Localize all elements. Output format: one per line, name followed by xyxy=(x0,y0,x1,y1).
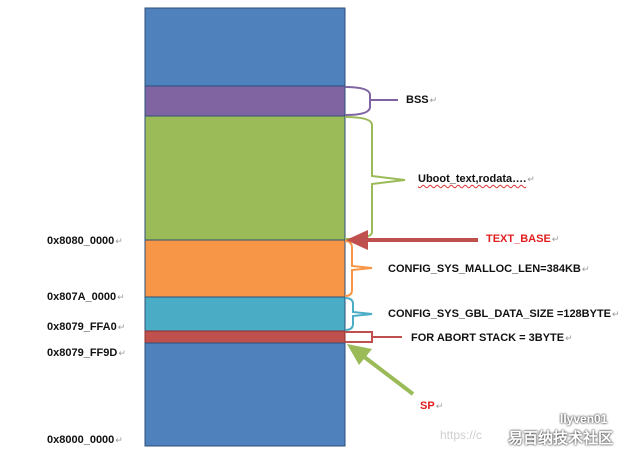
text-base-arrow-head xyxy=(346,230,368,250)
watermark-brand: 易百纳技术社区 xyxy=(508,430,614,447)
bss-region xyxy=(144,85,346,117)
label-abort-stack: FOR ABORT STACK = 3BYTE↵ xyxy=(411,332,573,344)
top-region xyxy=(144,7,346,87)
watermark-url: https://c xyxy=(440,428,483,442)
sp-arrow-shaft xyxy=(361,354,415,396)
gbl-data-brace xyxy=(344,297,373,331)
label-uboot: Uboot_text,rodata….↵ xyxy=(418,173,535,185)
gbl-data-region xyxy=(144,296,346,332)
address-abort-stack-top: 0x8079_FFA0↵ xyxy=(47,321,126,333)
bss-brace xyxy=(344,86,398,116)
sp-arrow-head xyxy=(347,344,372,365)
uboot-text-region xyxy=(144,115,346,241)
address-text-base: 0x8080_0000↵ xyxy=(47,235,123,247)
label-text-base: TEXT_BASE↵ xyxy=(486,233,560,245)
label-bss: BSS↵ xyxy=(406,94,438,106)
abort-stack-region xyxy=(144,330,346,344)
watermark-user: llyven01 xyxy=(560,412,608,426)
address-abort-stack-bottom: 0x8079_FF9D↵ xyxy=(47,347,126,359)
label-malloc: CONFIG_SYS_MALLOC_LEN=384KB↵ xyxy=(388,263,590,275)
bottom-region xyxy=(144,342,346,447)
malloc-region xyxy=(144,239,346,298)
address-base: 0x8000_0000↵ xyxy=(47,434,123,446)
label-gbl-data: CONFIG_SYS_GBL_DATA_SIZE =128BYTE↵ xyxy=(388,308,620,320)
malloc-brace xyxy=(344,240,373,297)
uboot-brace xyxy=(344,116,406,240)
label-sp: SP↵ xyxy=(420,400,444,412)
address-gbl-data-top: 0x807A_0000↵ xyxy=(47,291,125,303)
abort-stack-connector xyxy=(345,331,373,343)
